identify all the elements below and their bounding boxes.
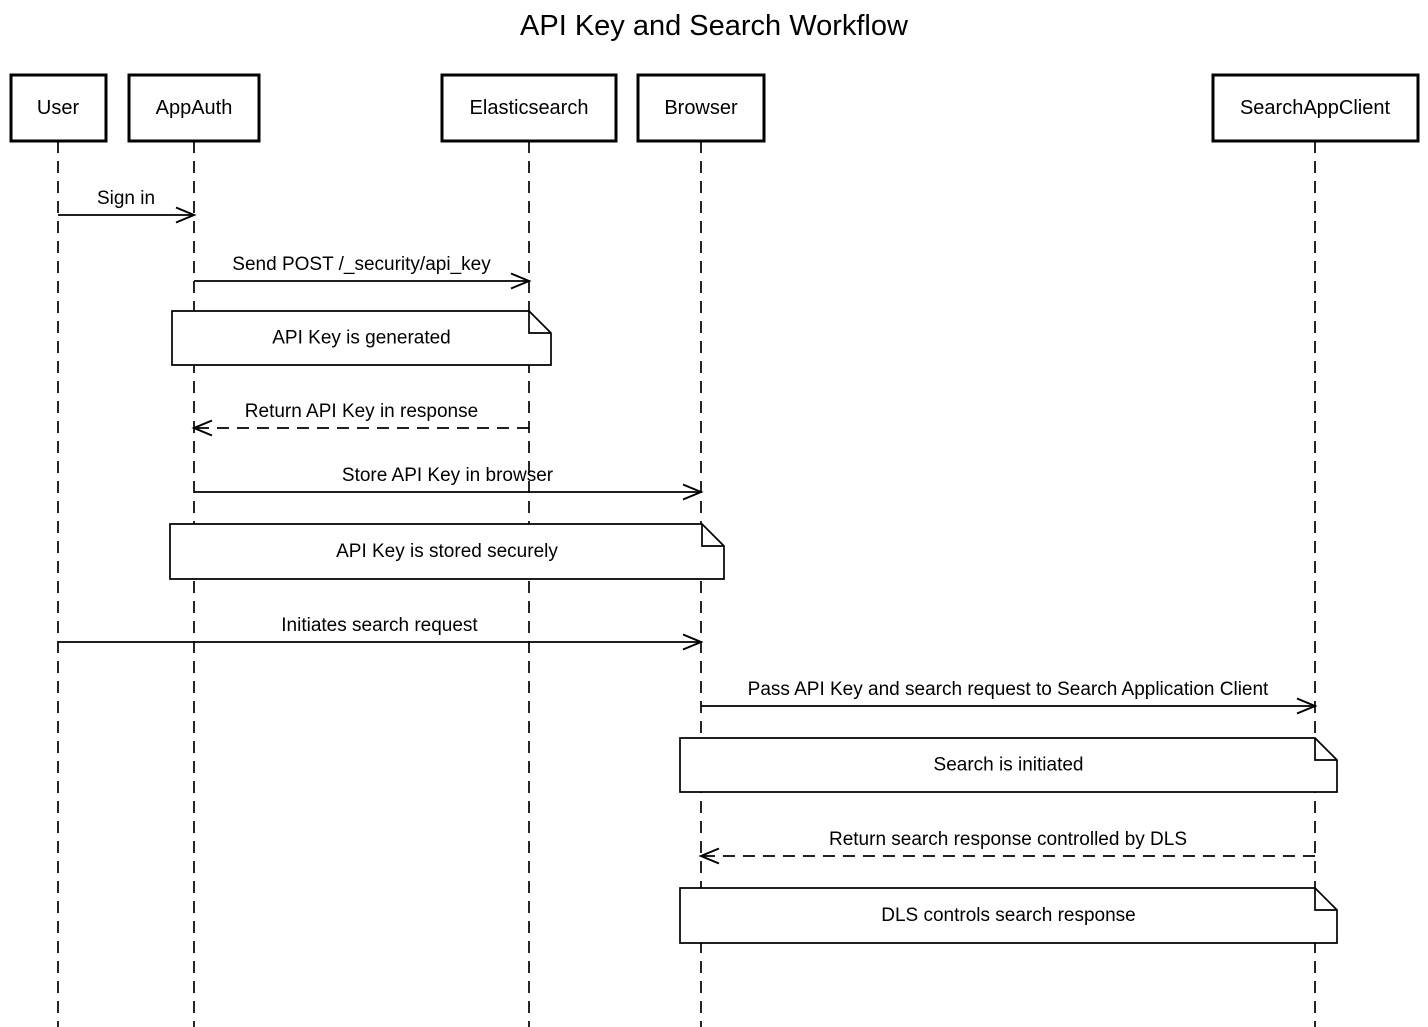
message-label: Initiates search request bbox=[281, 615, 478, 636]
lifelines-layer bbox=[57, 141, 1316, 1027]
note-fold-icon bbox=[528, 311, 551, 334]
arrowhead-icon bbox=[191, 419, 213, 437]
diagram-title: API Key and Search Workflow bbox=[520, 10, 909, 42]
note-fold-icon bbox=[701, 524, 724, 547]
arrowhead-icon bbox=[1296, 697, 1318, 715]
note-body bbox=[169, 523, 725, 580]
note: API Key is stored securely bbox=[169, 523, 725, 580]
message-label: Return API Key in response bbox=[245, 401, 478, 422]
note-text: DLS controls search response bbox=[881, 905, 1136, 926]
participant-label-browser: Browser bbox=[664, 97, 738, 119]
message-browser-to-searchappclient: Pass API Key and search request to Searc… bbox=[701, 679, 1318, 715]
note-text: API Key is generated bbox=[272, 328, 451, 349]
participant-label-appauth: AppAuth bbox=[156, 97, 233, 119]
note-body bbox=[171, 310, 552, 366]
note: API Key is generated bbox=[171, 310, 552, 366]
participant-label-elasticsearch: Elasticsearch bbox=[470, 97, 589, 119]
note-body bbox=[679, 737, 1338, 793]
note-text: API Key is stored securely bbox=[336, 541, 558, 562]
actors-layer: User AppAuth Elasticsearch Browser SearchApp… bbox=[9, 73, 1420, 143]
message-label: Return search response controlled by DLS bbox=[829, 829, 1187, 850]
participant-box-browser bbox=[636, 73, 766, 143]
note-fold-icon bbox=[1314, 738, 1337, 761]
message-appauth-to-browser: Store API Key in browser bbox=[194, 465, 704, 501]
message-appauth-to-elasticsearch: Send POST /_security/api_key bbox=[194, 254, 532, 290]
message-label: Pass API Key and search request to Searc… bbox=[748, 679, 1269, 700]
participant-label-user: User bbox=[37, 97, 80, 119]
message-label: Send POST /_security/api_key bbox=[232, 254, 491, 275]
participant-box-user bbox=[9, 73, 108, 143]
note: Search is initiated bbox=[679, 737, 1338, 793]
note-text: Search is initiated bbox=[934, 755, 1084, 776]
arrowhead-icon bbox=[175, 206, 197, 224]
participant-label-searchappclient: SearchAppClient bbox=[1240, 97, 1391, 119]
arrowhead-icon bbox=[682, 483, 704, 501]
participant-box-searchappclient bbox=[1211, 73, 1420, 143]
note-fold-icon bbox=[1314, 888, 1337, 911]
message-user-to-browser: Initiates search request bbox=[58, 615, 704, 651]
note: DLS controls search response bbox=[679, 887, 1338, 944]
message-user-to-appauth: Sign in bbox=[58, 188, 197, 224]
note-body bbox=[679, 887, 1338, 944]
participant-box-elasticsearch bbox=[440, 73, 618, 143]
arrowhead-icon bbox=[510, 272, 532, 290]
message-label: Sign in bbox=[97, 188, 155, 209]
message-elasticsearch-to-appauth: Return API Key in response bbox=[191, 401, 529, 437]
arrowhead-icon bbox=[698, 847, 720, 865]
message-searchappclient-to-browser: Return search response controlled by DLS bbox=[698, 829, 1315, 865]
arrowhead-icon bbox=[682, 633, 704, 651]
message-label: Store API Key in browser bbox=[342, 465, 554, 486]
participant-box-appauth bbox=[127, 73, 261, 143]
